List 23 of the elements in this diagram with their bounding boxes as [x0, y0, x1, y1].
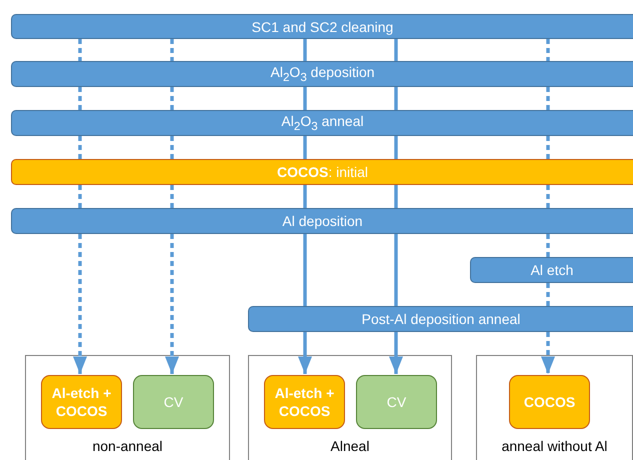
arrow	[165, 234, 179, 374]
process-bar: Post-Al deposition anneal	[248, 306, 633, 332]
arrow	[73, 234, 87, 374]
process-bar: Al$_{2}$O$_{3}$ deposition	[11, 61, 633, 87]
measurement-box: Al-etch + COCOS	[41, 375, 122, 429]
arrow	[541, 332, 555, 374]
measurement-box: CV	[133, 375, 214, 429]
group-label: Alneal	[330, 438, 370, 454]
arrow	[389, 332, 403, 374]
group-panel	[476, 355, 633, 460]
measurement-box: CV	[356, 375, 437, 429]
group-label: non-anneal	[91, 438, 164, 454]
process-bar: SC1 and SC2 cleaning	[11, 14, 633, 39]
group-panel	[248, 355, 452, 460]
process-bar: Al deposition	[11, 208, 633, 234]
group-label: anneal without Al	[500, 438, 608, 454]
arrow	[298, 332, 312, 374]
group-panel	[25, 355, 230, 460]
measurement-box: Al-etch + COCOS	[264, 375, 345, 429]
measurement-bar: COCOS: initial	[11, 159, 633, 185]
process-bar: Al etch	[470, 257, 633, 283]
measurement-box: COCOS	[509, 375, 590, 429]
process-bar: Al$_{2}$O$_{3}$ anneal	[11, 110, 633, 136]
